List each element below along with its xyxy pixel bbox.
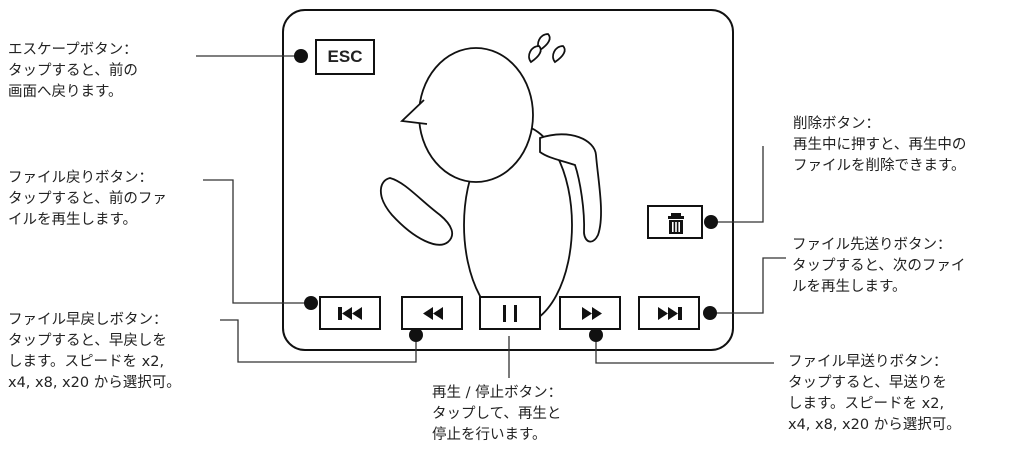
- callout-file-back: [203, 179, 311, 304]
- callout-lines: [196, 55, 786, 378]
- rewind-icon: [423, 307, 443, 320]
- character-beak: [399, 99, 428, 125]
- annotation-file-forward: ファイル先送りボタン： タップすると、次のファイ ルを再生します。: [792, 237, 966, 295]
- callout-fast-forward: [595, 336, 774, 364]
- annotation-fast-forward: ファイル早送りボタン： タップすると、早送りを します。スピードを x2, x4…: [788, 354, 961, 433]
- dot-file-back: [304, 296, 318, 310]
- annotation-play-pause: 再生 / 停止ボタン： タップして、再生と 停止を行います。: [432, 385, 563, 443]
- annotation-rewind: ファイル早戻しボタン： タップすると、早戻しを します。スピードを x2, x4…: [8, 312, 181, 391]
- dot-rewind: [409, 328, 423, 342]
- pause-icon: [503, 305, 517, 322]
- rewind-button[interactable]: [401, 296, 463, 330]
- character-right-arm: [539, 133, 602, 243]
- dot-file-forward: [703, 306, 717, 320]
- sweat-drop-2: [528, 45, 542, 64]
- dot-delete: [704, 215, 718, 229]
- character-head: [418, 47, 534, 183]
- annotation-delete: 削除ボタン： 再生中に押すと、再生中の ファイルを削除できます。: [793, 116, 967, 174]
- character-illustration: [379, 33, 602, 326]
- character-left-arm: [379, 177, 454, 246]
- callout-delete: [712, 146, 764, 223]
- dot-esc: [294, 49, 308, 63]
- skip-forward-icon: [658, 307, 682, 320]
- sweat-drop-3: [552, 45, 566, 64]
- pause-button[interactable]: [479, 296, 541, 330]
- screen-frame: [282, 9, 734, 351]
- callout-rewind: [220, 319, 417, 363]
- callout-file-forward: [710, 257, 786, 314]
- skip-forward-button[interactable]: [638, 296, 700, 330]
- fast-forward-button[interactable]: [559, 296, 621, 330]
- callout-dots: [294, 49, 718, 342]
- skip-back-icon: [338, 307, 362, 320]
- annotation-esc: エスケープボタン： タップすると、前の 画面へ戻ります。: [8, 42, 138, 100]
- dot-fast-forward: [589, 328, 603, 342]
- fast-forward-icon: [582, 307, 602, 320]
- trash-icon: [668, 213, 684, 234]
- esc-button[interactable]: ESC: [315, 39, 375, 75]
- sweat-drop-1: [537, 33, 551, 52]
- annotation-file-back: ファイル戻りボタン： タップすると、前のファ イルを再生します。: [8, 170, 167, 228]
- skip-back-button[interactable]: [319, 296, 381, 330]
- delete-button[interactable]: [647, 205, 703, 239]
